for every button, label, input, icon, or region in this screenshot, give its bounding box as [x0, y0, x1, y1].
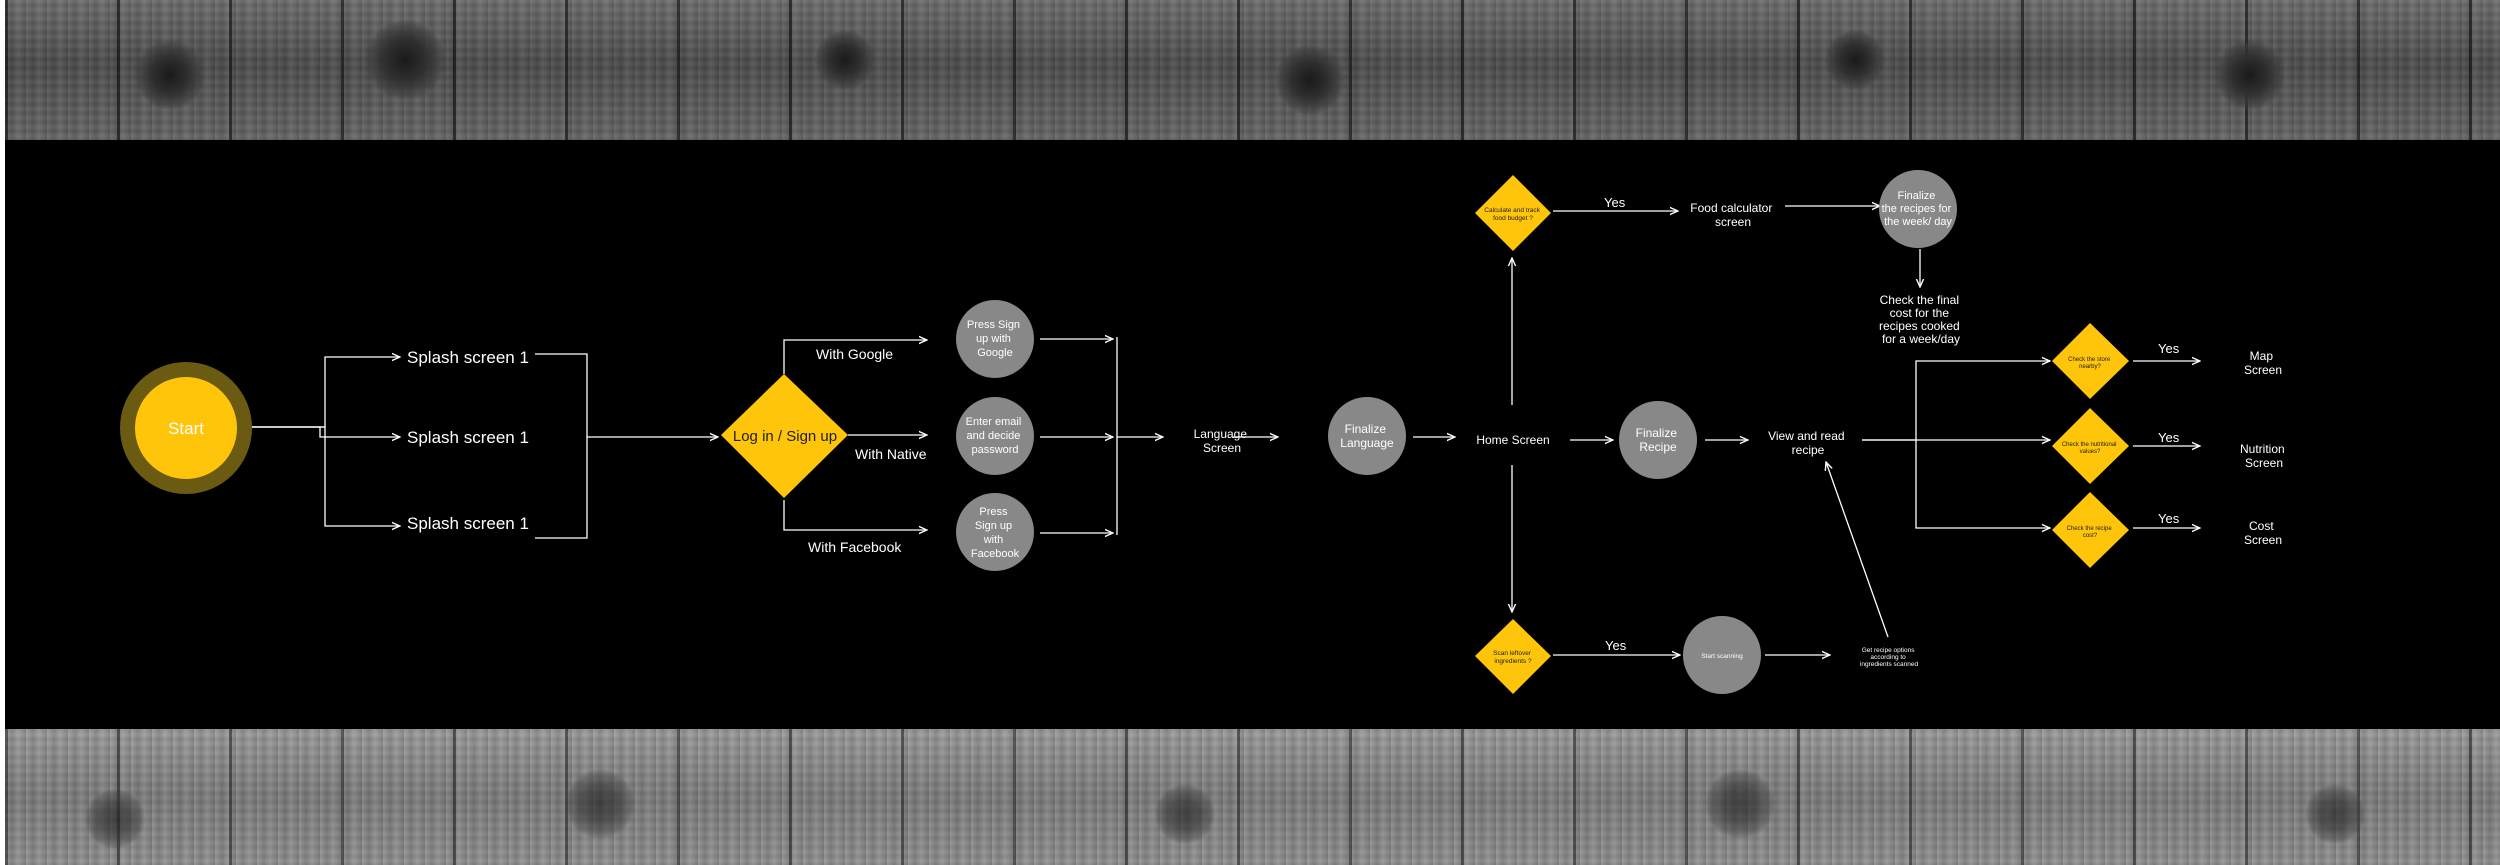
scan-line-1: Scan leftover [1493, 650, 1532, 657]
finalize-recipe-line-2: Recipe [1639, 440, 1677, 454]
nutrition-decision-node: Check the nutritional values? [2052, 408, 2129, 484]
check-final-cost-node: Check the final cost for the recipes coo… [1879, 293, 1963, 346]
view-recipe-node: View and read recipe [1768, 429, 1848, 457]
login-decision-node: Log in / Sign up [721, 374, 848, 498]
facebook-line-4: Facebook [971, 548, 1020, 560]
store-line-2: nearby? [2079, 364, 2101, 370]
facebook-line-3: with [983, 534, 1004, 546]
splash-screen-bot: Splash screen 1 [407, 514, 529, 533]
start-to-splash-mid-arrow [245, 427, 400, 437]
native-line-2: and decide [967, 430, 1021, 442]
get-options-line-2: according to [1870, 654, 1906, 661]
facebook-line-1: Press [979, 506, 1008, 518]
start-to-splash-bot-arrow [245, 427, 400, 526]
splash-merge-bracket [535, 354, 587, 538]
final-cost-line-1: Check the final [1880, 293, 1959, 307]
login-label: Log in / Sign up [733, 428, 837, 445]
start-scanning-label: Start scanning [1701, 653, 1743, 660]
yes-budget-label: Yes [1604, 195, 1626, 210]
nutrition-line-1: Check the nutritional [2062, 442, 2117, 448]
language-screen-node: Language Screen [1194, 427, 1251, 455]
login-to-facebook-arrow [784, 500, 927, 530]
finalize-week-line-1: Finalize [1898, 190, 1936, 202]
scan-decision-node: Scan leftover ingredients ? [1475, 619, 1551, 694]
scan-line-2: ingredients ? [1494, 658, 1532, 665]
native-line-1: Enter email [966, 416, 1022, 428]
nutrition-line-2: values? [2080, 449, 2101, 455]
nutrition-screen-line-2: Screen [2245, 456, 2283, 470]
google-line-1: Press Sign [967, 319, 1020, 331]
budget-line-2: food budget ? [1493, 215, 1533, 222]
svg-text:Scan leftover ingredient: Scan leftover ingredients ? [1493, 650, 1533, 665]
nutrition-screen-line-1: Nutrition [2240, 442, 2285, 456]
final-cost-line-3: recipes cooked [1879, 319, 1960, 333]
view-recipe-line-1: View and read [1768, 429, 1845, 443]
map-line-1: Map [2250, 349, 2274, 363]
final-cost-line-2: cost for the [1890, 306, 1950, 320]
final-cost-line-4: for a week/day [1882, 332, 1960, 346]
view-to-store-arrow [1862, 361, 2050, 440]
splash-screen-mid: Splash screen 1 [407, 428, 529, 447]
options-to-view-recipe-arrow [1826, 462, 1888, 637]
finalize-language-node: Finalize Language [1328, 397, 1406, 475]
map-line-2: Screen [2244, 363, 2282, 377]
svg-text:Finalize Language: Finalize Language [1340, 422, 1394, 450]
cost-screen-line-2: Screen [2244, 533, 2282, 547]
finalize-language-line-1: Finalize [1345, 422, 1387, 436]
budget-decision-node: Calculate and track food budget ? [1475, 175, 1551, 251]
google-line-3: Google [977, 347, 1012, 359]
facebook-line-2: Sign up [975, 520, 1012, 532]
google-signup-node: Press Sign up with Google [956, 300, 1034, 378]
start-to-splash-top-arrow [245, 357, 400, 427]
finalize-week-line-2: the recipes for [1882, 203, 1952, 215]
svg-text:Finalize Recipe: Finalize Recipe [1636, 426, 1681, 454]
food-calculator-line-2: screen [1715, 215, 1751, 229]
with-native-label: With Native [855, 446, 927, 462]
finalize-recipe-line-1: Finalize [1636, 426, 1678, 440]
food-calculator-node: Food calculator screen [1690, 201, 1775, 229]
with-google-label: With Google [816, 346, 893, 362]
cost-decision-node: Check the recipe cost? [2052, 492, 2129, 568]
cost-line-1: Check the recipe [2067, 526, 2113, 532]
home-screen-node: Home Screen [1476, 433, 1549, 447]
finalize-recipe-node: Finalize Recipe [1619, 401, 1697, 479]
get-options-node: Get recipe options according to ingredie… [1860, 647, 1919, 668]
cost-screen-line-1: Cost [2249, 519, 2274, 533]
view-recipe-line-2: recipe [1792, 443, 1825, 457]
native-line-3: password [971, 444, 1018, 456]
finalize-language-line-2: Language [1340, 436, 1394, 450]
svg-text:Enter email and decide: Enter email and decide password [966, 416, 1025, 456]
map-screen-node: Map Screen [2244, 349, 2282, 377]
budget-line-1: Calculate and track [1484, 207, 1540, 214]
finalize-week-line-3: the week/ day [1884, 216, 1952, 228]
yes-scan-label: Yes [1605, 638, 1627, 653]
language-line-2: Screen [1203, 441, 1241, 455]
yes-store-label: Yes [2158, 341, 2180, 356]
nutrition-screen-node: Nutrition Screen [2240, 442, 2288, 470]
cost-screen-node: Cost Screen [2244, 519, 2282, 547]
with-facebook-label: With Facebook [808, 539, 902, 555]
yes-cost-label: Yes [2158, 511, 2180, 526]
finalize-week-node: Finalize the recipes for the week/ day [1879, 170, 1957, 248]
start-label: Start [168, 419, 204, 438]
start-scanning-node: Start scanning [1683, 616, 1761, 694]
store-decision-node: Check the store nearby? [2052, 323, 2129, 399]
view-to-cost-arrow [1916, 440, 2050, 528]
native-signup-node: Enter email and decide password [956, 397, 1034, 475]
start-node: Start [120, 362, 252, 494]
google-line-2: up with [976, 333, 1011, 345]
food-calculator-line-1: Food calculator [1690, 201, 1772, 215]
store-line-1: Check the store [2068, 357, 2111, 363]
language-line-1: Language [1194, 427, 1248, 441]
splash-screen-top: Splash screen 1 [407, 348, 529, 367]
cost-line-2: cost? [2083, 533, 2098, 539]
yes-nutrition-label: Yes [2158, 430, 2180, 445]
get-options-line-1: Get recipe options [1862, 647, 1916, 654]
facebook-signup-node: Press Sign up with Facebook [956, 493, 1034, 571]
get-options-line-3: ingredients scanned [1860, 661, 1919, 668]
